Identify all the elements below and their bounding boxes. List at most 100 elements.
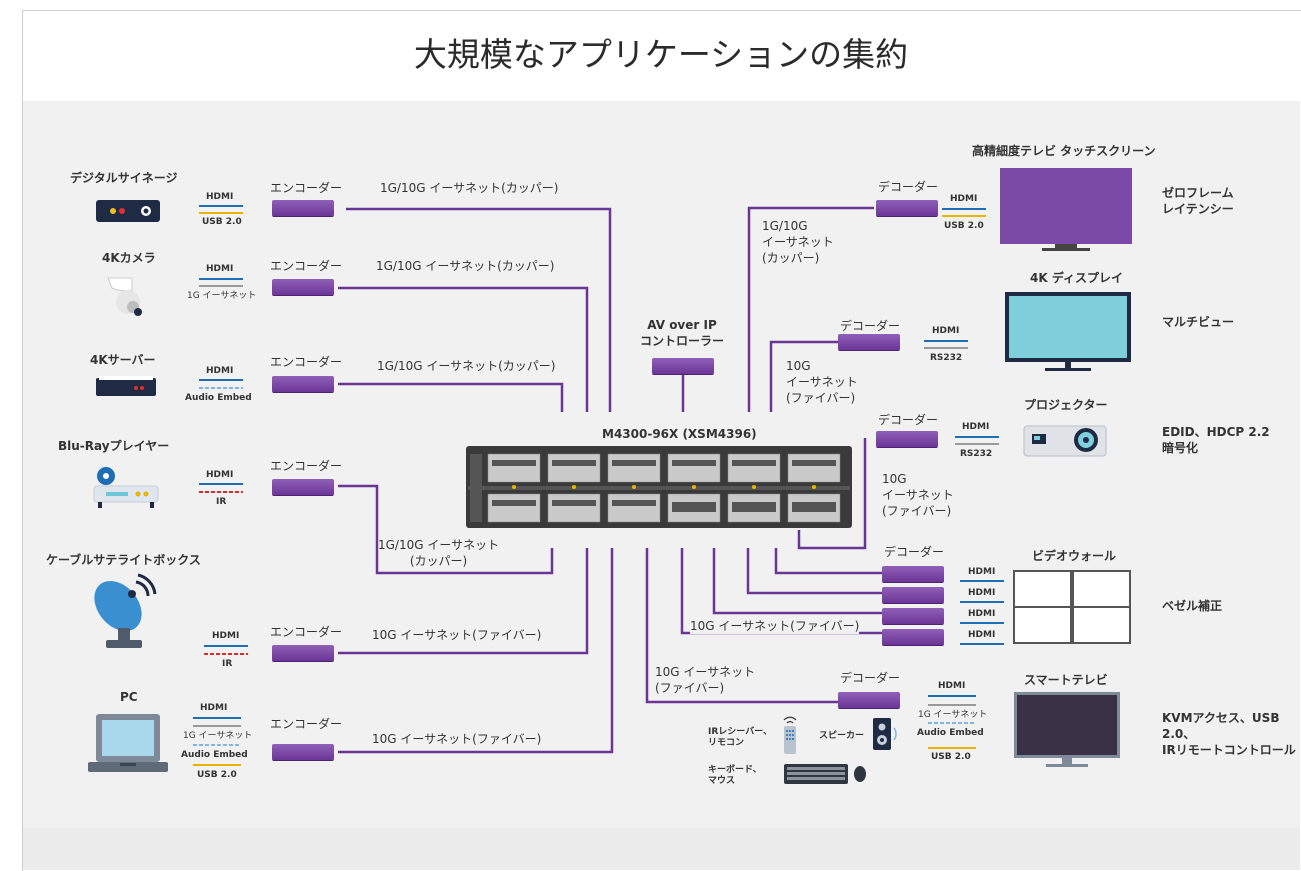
peripheral-label-keyboard: キーボード、 マウス: [708, 765, 762, 786]
decoder-box: [882, 608, 944, 624]
ethernet-cable-line: [193, 725, 241, 727]
smart-tv-port-ethernet: 1G イーサネット: [918, 710, 988, 720]
bluray-port-ir: IR: [216, 497, 227, 507]
keyboard-mouse-icon: [784, 764, 866, 784]
touchscreen-port-usb: USB 2.0: [944, 221, 984, 231]
pc-port-hdmi: HDMI: [200, 703, 228, 713]
source-name-satellite: ケーブルサテライトボックス: [46, 553, 201, 567]
peripheral-label-speaker: スピーカー: [819, 731, 865, 741]
page-title: 大規模なアプリケーションの集約: [413, 35, 909, 74]
smart-tv-port-audio: Audio Embed: [917, 728, 984, 738]
wall-port-hdmi-3: HDMI: [968, 609, 996, 619]
link-label-server: 1G/10G イーサネット(カッパー): [377, 359, 556, 373]
decoder-label: デコーダー: [840, 319, 901, 333]
source-name-camera: 4Kカメラ: [102, 251, 156, 265]
hdmi-cable-line: [199, 205, 243, 207]
encoder-label: エンコーダー: [270, 355, 343, 369]
usb-cable-line: [193, 764, 241, 766]
signage-port-hdmi: HDMI: [206, 192, 234, 202]
display-name-touchscreen: 高精細度テレビ タッチスクリーン: [972, 144, 1156, 158]
encoder-label: エンコーダー: [270, 259, 343, 273]
bluray-player-icon: [93, 467, 159, 508]
wall-port-hdmi-4: HDMI: [968, 630, 996, 640]
encoder-box: [272, 376, 334, 392]
signage-port-usb: USB 2.0: [202, 217, 242, 227]
hdmi-cable-line: [960, 601, 1004, 603]
hdmi-cable-line: [199, 483, 243, 485]
link-label-projector: 10G イーサネット (ファイバー): [882, 472, 954, 519]
rs232-cable-line: [955, 443, 999, 445]
wall-port-hdmi-1: HDMI: [968, 567, 996, 577]
encoder-box: [272, 479, 334, 495]
hdmi-cable-line: [193, 717, 241, 719]
controller-box: [652, 358, 714, 374]
satellite-dish-icon: [94, 573, 157, 648]
hdmi-cable-line: [199, 379, 243, 381]
audio-cable-line: [928, 722, 976, 724]
smart-tv-port-hdmi: HDMI: [938, 681, 966, 691]
display-name-4k: 4K ディスプレイ: [1030, 271, 1123, 285]
usb-cable-line: [199, 212, 243, 214]
feature-video-wall: ベゼル補正: [1162, 599, 1223, 613]
display-4k-icon: [1005, 292, 1131, 371]
encoder-label: エンコーダー: [270, 459, 343, 473]
rs232-cable-line: [924, 347, 968, 349]
link-label-camera: 1G/10G イーサネット(カッパー): [376, 259, 555, 273]
encoder-label: エンコーダー: [270, 717, 343, 731]
projector-port-rs232: RS232: [960, 449, 993, 459]
peripheral-label-ir: IRレシーバー、 リモコン: [708, 727, 773, 748]
feature-touchscreen: ゼロフレーム レイテンシー: [1162, 186, 1234, 217]
ptz-camera-icon: [107, 277, 142, 316]
wall-port-hdmi-2: HDMI: [968, 588, 996, 598]
feature-projector: EDID、HDCP 2.2 暗号化: [1162, 425, 1270, 456]
decoder-box: [838, 334, 900, 350]
server-icon: [96, 376, 156, 396]
camera-port-ethernet: 1G イーサネット: [187, 291, 257, 301]
feature-4k: マルチビュー: [1162, 315, 1235, 329]
display-name-video-wall: ビデオウォール: [1032, 549, 1117, 563]
hdmi-cable-line: [924, 340, 968, 342]
hdmi-cable-line: [204, 645, 248, 647]
network-switch-icon: [466, 446, 852, 528]
hdmi-cable-line: [960, 643, 1004, 645]
encoder-box: [272, 279, 334, 295]
smart-tv-icon: [1014, 692, 1120, 767]
link-label-smart-tv: 10G イーサネット (ファイバー): [655, 665, 756, 696]
switch-label: M4300-96X (XSM4396): [602, 427, 757, 441]
laptop-icon: [88, 714, 168, 772]
page-frame: [22, 10, 1301, 871]
hdmi-cable-line: [942, 208, 986, 210]
decoder-box: [882, 587, 944, 603]
source-name-server: 4Kサーバー: [90, 353, 156, 367]
signage-player-icon: [96, 200, 160, 222]
link-label-bluray: 1G/10G イーサネット (カッパー): [378, 538, 500, 569]
display-name-smart-tv: スマートテレビ: [1024, 673, 1108, 687]
feature-smart-tv: KVMアクセス、USB 2.0、 IRリモートコントロール: [1162, 711, 1296, 758]
touchscreen-tv-icon: [1000, 168, 1132, 251]
ir-cable-line: [204, 653, 248, 655]
link-label-pc: 10G イーサネット(ファイバー): [372, 732, 542, 746]
server-port-hdmi: HDMI: [206, 366, 234, 376]
ethernet-cable-line: [199, 285, 243, 287]
decoder-box: [876, 431, 938, 447]
4k-port-rs232: RS232: [930, 353, 963, 363]
pc-port-usb: USB 2.0: [197, 770, 237, 780]
video-wall-icon: [1013, 570, 1131, 644]
encoder-label: エンコーダー: [270, 625, 343, 639]
decoder-label: デコーダー: [878, 413, 939, 427]
hdmi-cable-line: [960, 580, 1004, 582]
link-label-video-wall: 10G イーサネット(ファイバー): [690, 618, 860, 635]
hdmi-cable-line: [960, 622, 1004, 624]
decoder-box: [882, 629, 944, 645]
speaker-icon: [873, 718, 897, 750]
camera-port-hdmi: HDMI: [206, 264, 234, 274]
touchscreen-port-hdmi: HDMI: [950, 194, 978, 204]
decoder-box: [882, 566, 944, 582]
link-label-signage: 1G/10G イーサネット(カッパー): [380, 181, 559, 195]
controller-label: AV over IP コントローラー: [640, 318, 725, 349]
satellite-port-ir: IR: [222, 659, 233, 669]
pc-port-ethernet: 1G イーサネット: [183, 731, 253, 741]
feature-smart-tv-clip: KVMアクセス、USB 2.0、 IRリモートコントロール: [1162, 710, 1300, 757]
audio-cable-line: [193, 744, 241, 746]
encoder-box: [272, 200, 334, 216]
